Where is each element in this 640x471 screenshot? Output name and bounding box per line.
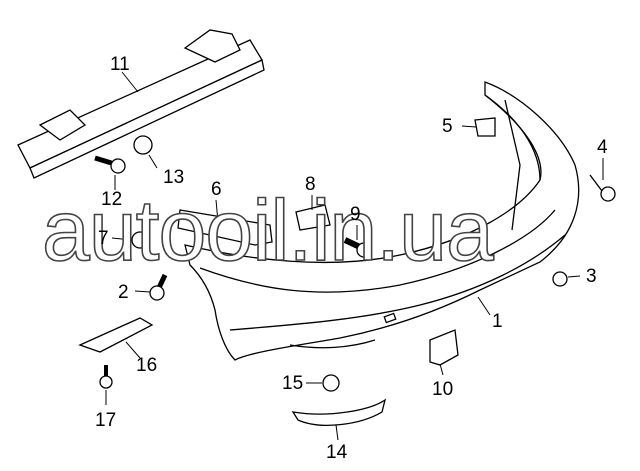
part-13-nut (133, 135, 153, 155)
part-10-bracket (429, 329, 459, 366)
fasteners (78, 117, 616, 426)
callout-10: 10 (432, 379, 454, 400)
part-16-reflector-bracket (78, 317, 154, 353)
part-15-nut (322, 374, 340, 392)
callout-1: 1 (492, 311, 503, 332)
callout-3: 3 (586, 266, 597, 287)
part-11-reinforcement-bar (17, 29, 265, 179)
part-14-reflector (291, 398, 387, 426)
part-1-bumper-cover (184, 81, 580, 361)
callout-14: 14 (326, 442, 348, 463)
callout-11: 11 (110, 54, 130, 75)
callout-8: 8 (305, 174, 316, 195)
callout-5: 5 (442, 116, 453, 137)
callout-17: 17 (95, 410, 117, 431)
watermark: autooil.in.ua (41, 183, 494, 279)
part-6-bracket (177, 209, 273, 246)
callout-2: 2 (118, 282, 129, 303)
callout-6: 6 (211, 179, 222, 200)
part-5-nut (474, 117, 496, 137)
callout-7: 7 (98, 228, 109, 249)
callout-9: 9 (350, 204, 361, 225)
callout-16: 16 (136, 355, 158, 376)
leader-lines (105, 71, 604, 441)
callout-4: 4 (597, 137, 608, 158)
part-3-nut (552, 271, 568, 287)
part-8-clip (295, 204, 331, 231)
callout-15: 15 (282, 373, 304, 394)
callout-13: 13 (163, 167, 185, 188)
callout-12: 12 (101, 189, 123, 210)
